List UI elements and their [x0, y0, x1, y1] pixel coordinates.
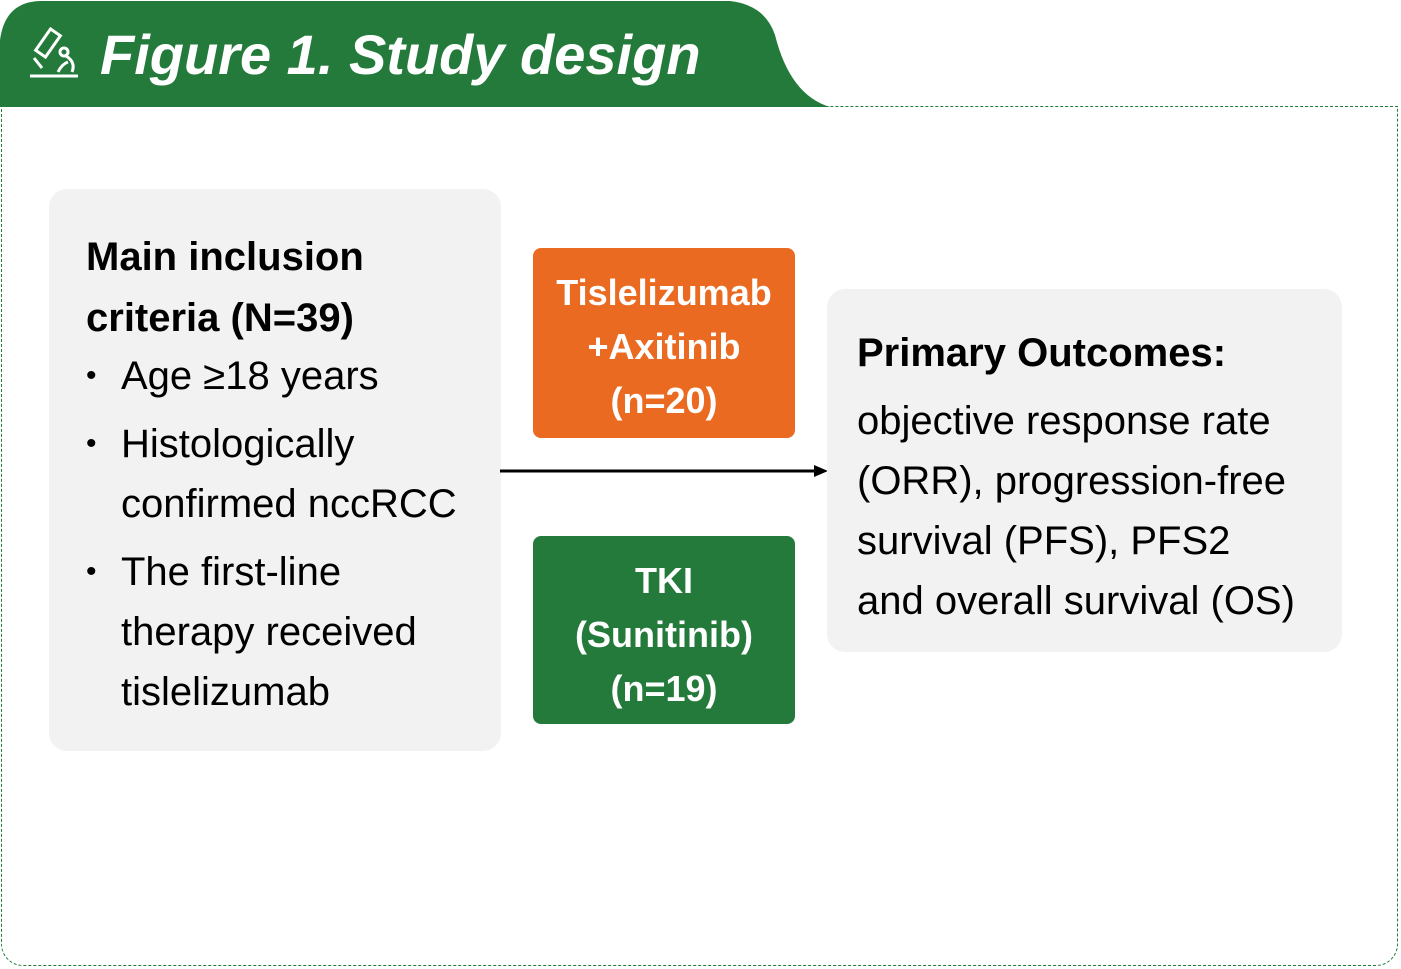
outcomes-text: (ORR), progression-free [857, 459, 1287, 503]
inclusion-heading-2: criteria (N=39) [86, 296, 354, 340]
outcomes-text: and overall survival (OS) [857, 579, 1295, 623]
flow-arrow [500, 465, 828, 477]
microscope-icon [30, 26, 78, 78]
arm-tki-sunitinib: TKI(Sunitinib)(n=19) [533, 536, 795, 724]
arm-tislelizumab-axitinib: Tislelizumab+Axitinib(n=20) [533, 248, 795, 438]
outcomes-heading: Primary Outcomes: [857, 331, 1227, 375]
outcomes-text: survival (PFS), PFS2 [857, 519, 1231, 563]
outcomes-text: objective response rate [857, 399, 1271, 443]
inclusion-heading: Main inclusion [86, 235, 364, 279]
figure-title: Figure 1. Study design [100, 23, 701, 86]
inclusion-criteria-panel: Main inclusion criteria (N=39) Age ≥18 y… [49, 189, 501, 751]
primary-outcomes-panel: Primary Outcomes: objective response rat… [827, 289, 1342, 652]
criterion-age: Age ≥18 years [86, 346, 457, 406]
title-tab [0, 1, 830, 107]
